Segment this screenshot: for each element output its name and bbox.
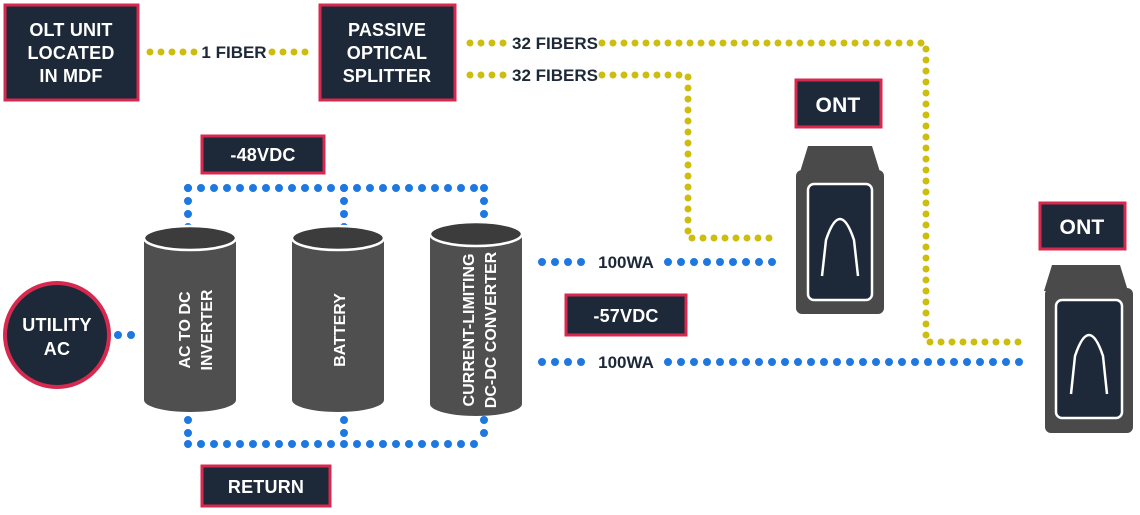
utility-ac-node: UTILITY AC <box>3 281 111 389</box>
fibers-top-label: 32 FIBERS <box>512 34 598 53</box>
rail-label-57vdc: -57VDC <box>564 293 688 337</box>
fibers-bottom-label: 32 FIBERS <box>512 66 598 85</box>
olt-label-line-1: OLT UNIT <box>29 20 112 40</box>
ont-near-panel <box>806 182 874 302</box>
splitter-label-line-1: PASSIVE <box>348 20 426 40</box>
inverter-cylinder: AC TO DC INVERTER <box>142 224 238 412</box>
rail-48vdc-text: -48VDC <box>230 145 295 165</box>
power-top-label: 100WA <box>598 253 654 272</box>
splitter-label-line-3: SPLITTER <box>343 66 432 86</box>
ont-far-port-arch-icon <box>1069 334 1109 395</box>
ont-near-cap <box>800 146 880 172</box>
olt-label-line-2: LOCATED <box>27 43 114 63</box>
utility-label-line-1: UTILITY <box>22 315 91 335</box>
ont-far-panel <box>1054 298 1124 420</box>
power-bottom-label: 100WA <box>598 353 654 372</box>
battery-label: BATTERY <box>332 293 349 367</box>
fiber-splitter-to-ont-near <box>466 71 782 242</box>
converter-label-line-2: DC-DC CONVERTER <box>483 251 500 408</box>
rail-return-text: RETURN <box>228 477 304 497</box>
fiber-lines <box>146 39 1028 346</box>
power-lines <box>114 184 1030 448</box>
battery-cylinder: BATTERY <box>290 224 386 412</box>
ont-near-port-arch-icon <box>820 218 860 277</box>
passive-optical-splitter-box: PASSIVE OPTICAL SPLITTER <box>318 3 457 102</box>
ont-near-label: ONT <box>816 94 861 117</box>
ont-far-cap <box>1044 265 1128 291</box>
splitter-label-line-2: OPTICAL <box>347 43 427 63</box>
converter-label-line-1: CURRENT-LIMITING <box>461 254 478 407</box>
fiber-splitter-to-ont-far <box>466 39 1028 346</box>
ont-far-label: ONT <box>1060 216 1105 239</box>
rail-label-return: RETURN <box>200 464 332 508</box>
inverter-label-line-1: AC TO DC <box>177 291 194 368</box>
converter-cylinder: CURRENT-LIMITING DC-DC CONVERTER <box>428 220 524 416</box>
rail-label-48vdc: -48VDC <box>200 134 326 175</box>
olt-label-line-3: IN MDF <box>39 66 102 86</box>
ont-far: ONT <box>1038 201 1133 433</box>
olt-unit-box: OLT UNIT LOCATED IN MDF <box>3 3 140 102</box>
utility-label-line-2: AC <box>44 339 70 359</box>
ont-near: ONT <box>794 78 884 314</box>
rail-57vdc-text: -57VDC <box>593 306 658 326</box>
inverter-label-line-2: INVERTER <box>199 289 216 370</box>
one-fiber-label: 1 FIBER <box>201 43 266 62</box>
